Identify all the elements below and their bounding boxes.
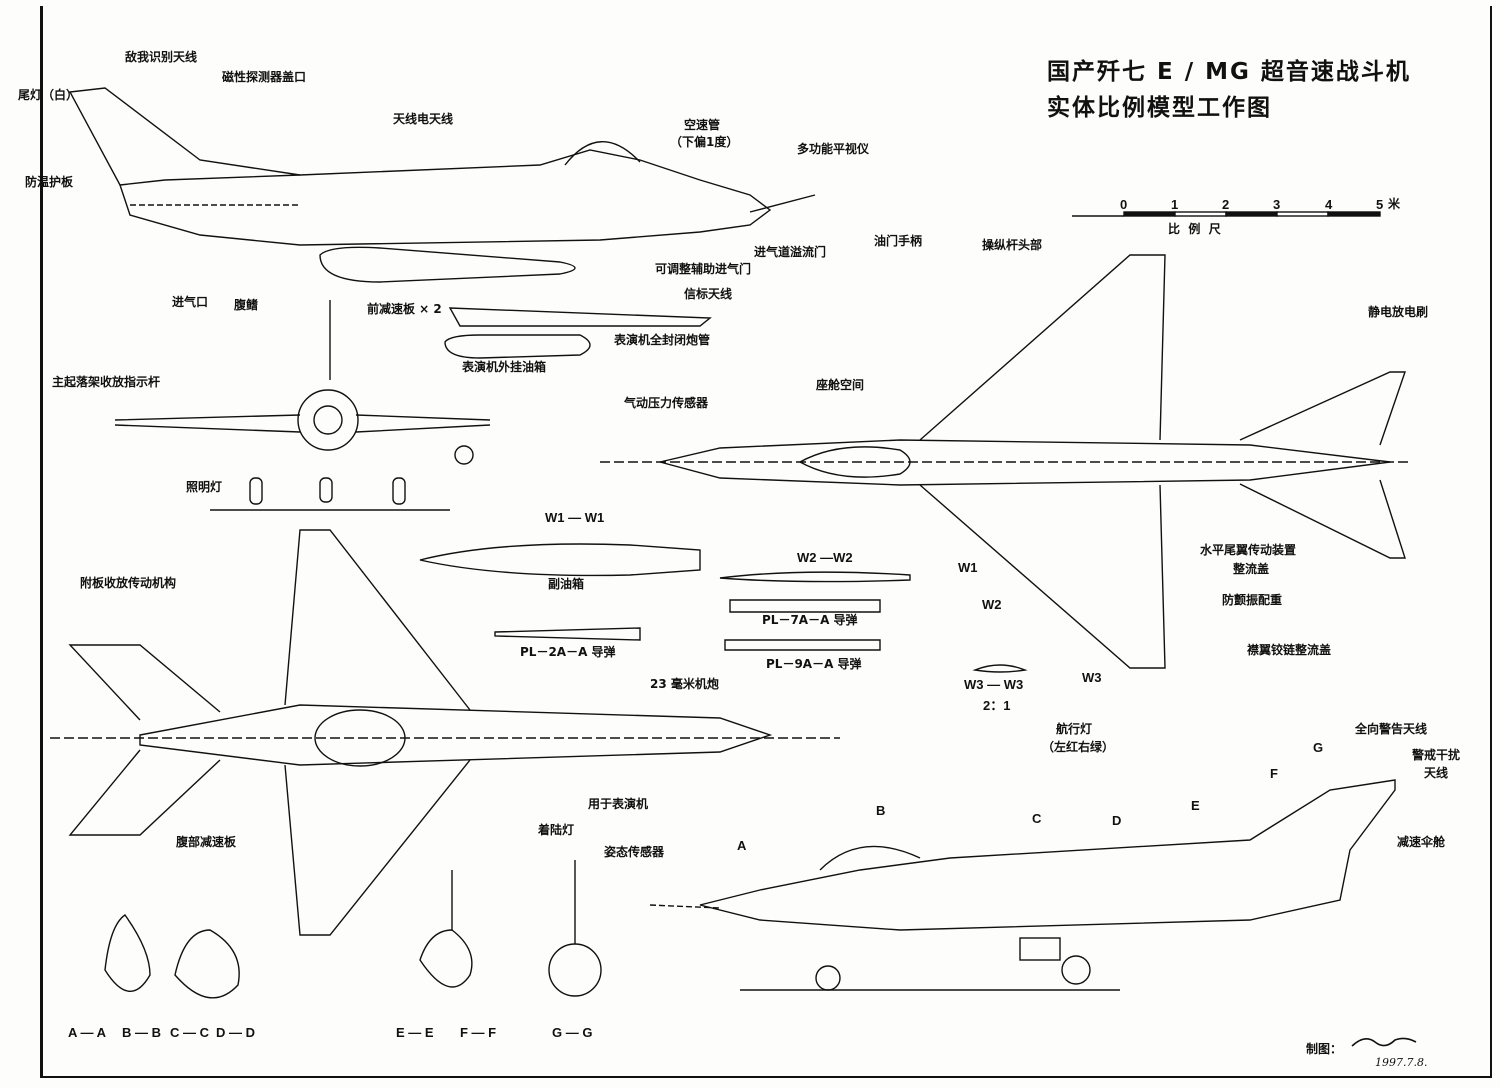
section-aa: A — A	[68, 1025, 107, 1040]
label-attitude-sensor: 姿态传感器	[604, 845, 665, 859]
signature	[1351, 1037, 1417, 1047]
label-jam-antenna-1: 警戒干扰	[1412, 748, 1461, 762]
side-view-upper	[68, 87, 816, 359]
label-htail-fairing-2: 整流盖	[1233, 562, 1270, 576]
label-cockpit: 座舱空间	[816, 378, 865, 392]
label-throttle: 油门手柄	[874, 234, 923, 248]
station-d: D	[1112, 813, 1122, 828]
sheet-border	[40, 6, 1492, 1078]
scale-tick-3: 3	[1273, 197, 1281, 212]
label-w1: W1	[958, 560, 978, 575]
side-view-lower	[649, 779, 1396, 991]
label-show-only: 用于表演机	[588, 797, 649, 811]
label-chute: 减速伞舱	[1397, 835, 1446, 849]
label-static-wick: 静电放电刷	[1368, 305, 1429, 319]
label-warning-antenna: 全向警告天线	[1355, 722, 1428, 736]
label-stick-head: 操纵杆头部	[982, 238, 1043, 252]
station-g: G	[1313, 740, 1324, 755]
label-pl7: PL－7A－A 导弹	[762, 613, 858, 627]
scale-unit: 米	[1388, 197, 1401, 211]
label-aux-intake: 可调整辅助进气门	[655, 262, 752, 276]
label-jam-antenna-2: 天线	[1424, 766, 1449, 780]
label-ventral-fin: 腹鳍	[234, 298, 259, 312]
label-pl2: PL－2A－A 导弹	[520, 645, 616, 659]
section-cc: C — C	[170, 1025, 209, 1040]
station-a: A	[737, 838, 747, 853]
title-line2: 实体比例模型工作图	[1047, 95, 1272, 121]
label-gear-indicator: 主起落架收放指示杆	[52, 375, 161, 389]
station-f: F	[1270, 766, 1278, 781]
front-view	[114, 300, 491, 511]
label-w3-scale: 2：1	[983, 698, 1011, 713]
label-w3: W3	[1082, 670, 1102, 685]
label-beacon: 信标天线	[684, 287, 733, 301]
scale-tick-2: 2	[1222, 197, 1230, 212]
label-w2: W2	[982, 597, 1002, 612]
label-drop-tank: 副油箱	[548, 577, 585, 591]
label-intake: 进气口	[172, 295, 209, 309]
label-iff-antenna: 敌我识别天线	[125, 50, 198, 64]
scale-tick-1: 1	[1171, 197, 1179, 212]
label-drop-tank-show: 表演机外挂油箱	[462, 360, 547, 374]
label-front-brake: 前减速板 × 2	[367, 302, 442, 316]
label-pressure-sensor: 气动压力传感器	[624, 396, 709, 410]
label-flap-fairing: 襟翼铰链整流盖	[1247, 643, 1332, 657]
label-w2w2: W2 —W2	[797, 550, 853, 565]
label-nav-light: 航行灯	[1056, 722, 1093, 736]
section-ff: F — F	[460, 1025, 497, 1040]
label-mag-detector: 磁性探测器盖口	[222, 70, 307, 84]
label-radio-antenna: 天线电天线	[393, 112, 454, 126]
label-spill-door: 进气道溢流门	[754, 245, 827, 259]
label-pitot: 空速管	[684, 118, 721, 132]
label-lamp: 照明灯	[186, 480, 223, 494]
label-heat-shield: 防温护板	[25, 175, 74, 189]
bottom-view	[50, 529, 840, 936]
label-belly-brake: 腹部减速板	[176, 835, 237, 849]
credit-date: 1997.7.8.	[1375, 1056, 1428, 1069]
credit-label: 制图：	[1306, 1042, 1343, 1056]
label-htail-fairing-1: 水平尾翼传动装置	[1200, 543, 1297, 557]
scale-tick-4: 4	[1325, 197, 1333, 212]
label-w1w1: W1 — W1	[545, 510, 605, 525]
section-dd: D — D	[216, 1025, 255, 1040]
cross-sections	[104, 860, 602, 999]
label-cannon: 23 毫米机炮	[650, 677, 719, 691]
label-w3w3: W3 — W3	[964, 677, 1024, 692]
station-c: C	[1032, 811, 1042, 826]
label-pitot-note: （下偏1度）	[670, 135, 739, 149]
scale-label: 比 例 尺	[1168, 222, 1221, 236]
scale-tick-0: 0	[1120, 197, 1128, 212]
section-bb: B — B	[122, 1025, 161, 1040]
label-flutter-weight: 防颤振配重	[1222, 593, 1283, 607]
station-b: B	[876, 803, 886, 818]
top-view	[600, 254, 1410, 669]
stores	[419, 543, 1028, 673]
label-nav-light-note: （左红右绿）	[1042, 740, 1115, 754]
station-e: E	[1191, 798, 1200, 813]
title-line1: 国产歼七 E / MG 超音速战斗机	[1047, 59, 1411, 85]
scale-bar	[1072, 211, 1381, 217]
label-tail-light: 尾灯（白）	[18, 88, 79, 102]
label-pl9: PL－9A－A 导弹	[766, 657, 862, 671]
section-ee: E — E	[396, 1025, 434, 1040]
section-gg: G — G	[552, 1025, 593, 1040]
scale-tick-5: 5	[1376, 197, 1384, 212]
label-landing-light: 着陆灯	[538, 823, 575, 837]
label-door-actuator: 附板收放传动机构	[80, 576, 177, 590]
label-hud: 多功能平视仪	[797, 142, 870, 156]
label-gun-pod: 表演机全封闭炮管	[614, 333, 711, 347]
